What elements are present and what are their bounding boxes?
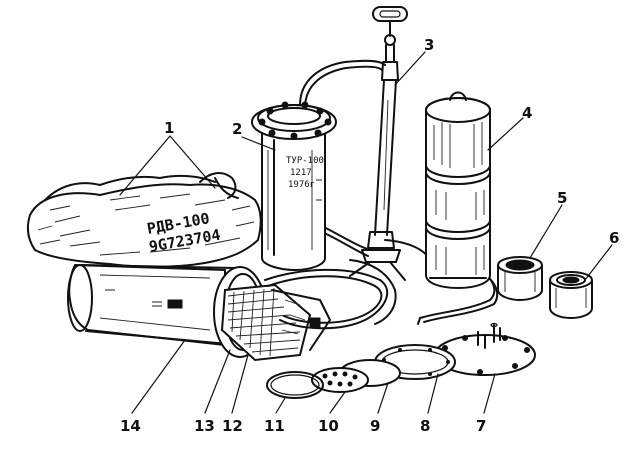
- callout-13: 13: [194, 417, 215, 435]
- callout-12: 12: [222, 417, 243, 435]
- callout-9: 9: [370, 417, 380, 435]
- sacks: РДВ-100 9G723704: [26, 172, 262, 268]
- callout-1: 1: [164, 119, 174, 137]
- callout-3: 3: [424, 36, 434, 54]
- perforated-disk: [311, 367, 369, 393]
- filter-column: [425, 91, 491, 290]
- thin-ring: [266, 371, 324, 399]
- callout-7: 7: [476, 417, 486, 435]
- callout-6: 6: [609, 229, 619, 247]
- short-cylinder-5: [497, 256, 543, 302]
- callout-8: 8: [420, 417, 430, 435]
- callout-numbers: 1 2 3 4 5 6 7 8 9 10 11 12 13 14: [120, 36, 619, 435]
- callout-4: 4: [522, 104, 532, 122]
- cylinder-body: [67, 264, 236, 346]
- callout-11: 11: [264, 417, 285, 435]
- short-cylinder-6: [549, 271, 593, 320]
- canister-stamp-line1: ТУР-100: [286, 156, 324, 166]
- hand-pump: [349, 6, 408, 281]
- canister-stamp-line3: 1976г: [288, 180, 315, 190]
- leader-lines: [119, 51, 613, 414]
- canister: ТУР-100 1217 1976г: [251, 101, 337, 272]
- callout-2: 2: [232, 120, 242, 138]
- callout-10: 10: [318, 417, 339, 435]
- callout-14: 14: [120, 417, 141, 435]
- callout-5: 5: [557, 189, 567, 207]
- canister-stamp-line2: 1217: [290, 168, 312, 178]
